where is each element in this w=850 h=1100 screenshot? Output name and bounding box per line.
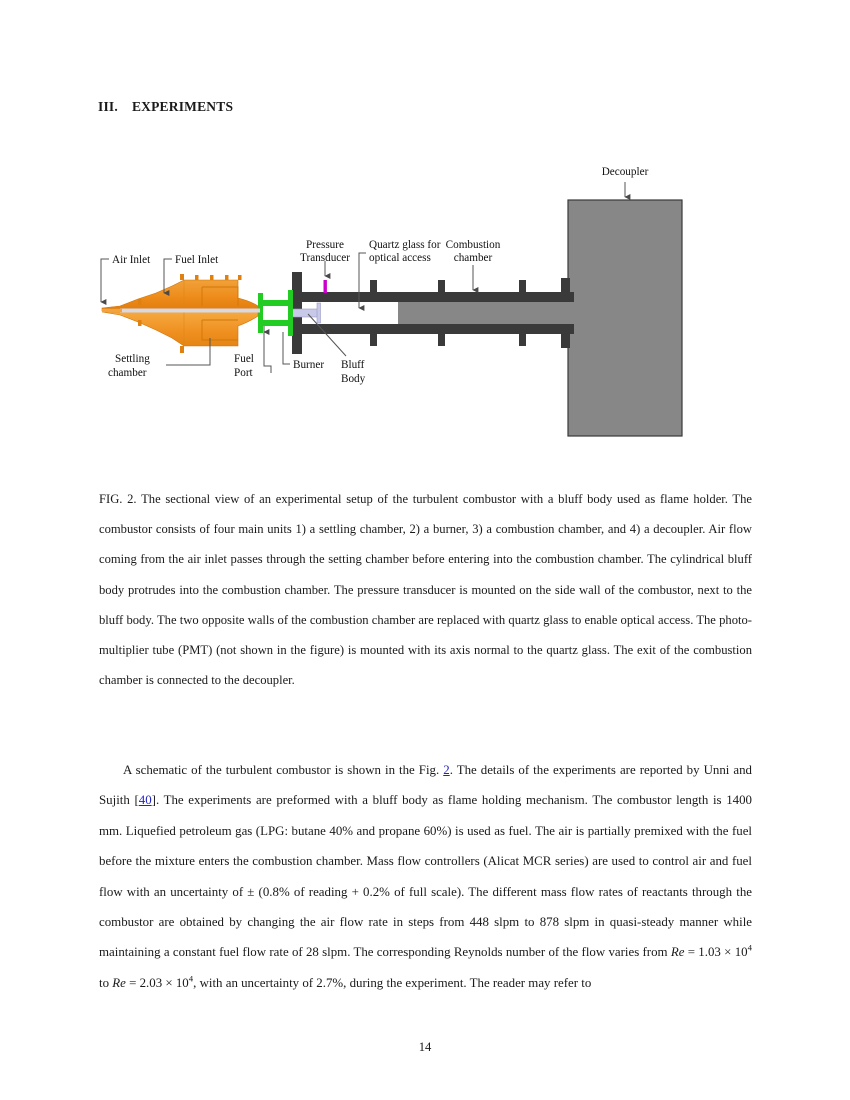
- figure-reference-link[interactable]: 2: [443, 762, 450, 777]
- reynolds-exponent-2: 4: [188, 973, 194, 984]
- body-seg-3: ]. The experiments are preformed with a …: [99, 793, 753, 960]
- figure-2-combustor-schematic: Decoupler: [98, 160, 752, 450]
- pressure-transducer-label-line2: Transducer: [300, 252, 350, 264]
- section-number: III.: [98, 99, 118, 114]
- fuel-port-green-section: [258, 290, 293, 336]
- figure-caption-text: The sectional view of an experimental se…: [99, 492, 752, 688]
- burner-label: Burner: [293, 359, 324, 371]
- reynolds-exponent-1: 4: [747, 943, 752, 954]
- reynolds-value-1: = 1.03 × 10: [684, 945, 748, 960]
- fuel-port-leader: [263, 326, 272, 373]
- page-number: 14: [418, 1040, 432, 1054]
- reynolds-symbol-2: Re: [112, 975, 126, 990]
- settling-chamber: [101, 274, 260, 353]
- reynolds-value-2: = 2.03 × 10: [125, 975, 189, 990]
- section-heading: III. EXPERIMENTS: [98, 99, 233, 115]
- combustion-chamber-label-line1: Combustion: [446, 239, 501, 251]
- section-title: EXPERIMENTS: [131, 99, 234, 114]
- body-seg-2: . The details of the experiments are rep…: [99, 762, 752, 808]
- figure-caption: FIG. 2. The sectional view of an experim…: [99, 484, 752, 695]
- bluff-body-label-line2: Body: [341, 373, 366, 385]
- citation-reference-link[interactable]: 40: [138, 793, 152, 808]
- air-inlet-leader: [100, 258, 109, 305]
- figure-caption-label: FIG. 2.: [99, 492, 137, 506]
- quartz-glass-section: [322, 302, 398, 324]
- fuel-inlet-label: Fuel Inlet: [175, 254, 219, 266]
- pressure-transducer: [323, 280, 327, 293]
- combustion-chamber-tube: [302, 292, 574, 334]
- fuel-port-label-line1: Fuel: [234, 353, 254, 365]
- bluff-body-leader: [307, 313, 347, 357]
- chamber-flanges: [370, 278, 570, 348]
- fuel-inlet-leader: [163, 258, 172, 296]
- bluff-body-label-line1: Bluff: [341, 359, 365, 371]
- quartz-glass-label-line1: Quartz glass for: [369, 239, 441, 251]
- reynolds-symbol-1: Re: [670, 945, 685, 960]
- fuel-port-label-line2: Port: [234, 367, 254, 379]
- air-inlet-label: Air Inlet: [112, 254, 151, 266]
- settling-chamber-label-line1: Settling: [115, 353, 150, 365]
- body-seg-5: , with an uncertainty of 2.7%, during th…: [193, 975, 592, 990]
- settling-chamber-label-line2: chamber: [108, 367, 147, 379]
- decoupler-block: [567, 199, 683, 437]
- settling-chamber-leader: [166, 338, 211, 366]
- body-seg-4: to: [99, 975, 113, 990]
- burner-leader: [282, 332, 290, 365]
- pressure-transducer-label-line1: Pressure: [306, 239, 344, 251]
- quartz-glass-leader: [358, 252, 366, 311]
- quartz-glass-label-line2: optical access: [369, 252, 431, 264]
- body-paragraph: A schematic of the turbulent combustor i…: [99, 755, 752, 998]
- body-seg-1: A schematic of the turbulent combustor i…: [123, 762, 444, 777]
- combustion-chamber-label-line2: chamber: [454, 252, 493, 264]
- decoupler-label: Decoupler: [602, 166, 649, 178]
